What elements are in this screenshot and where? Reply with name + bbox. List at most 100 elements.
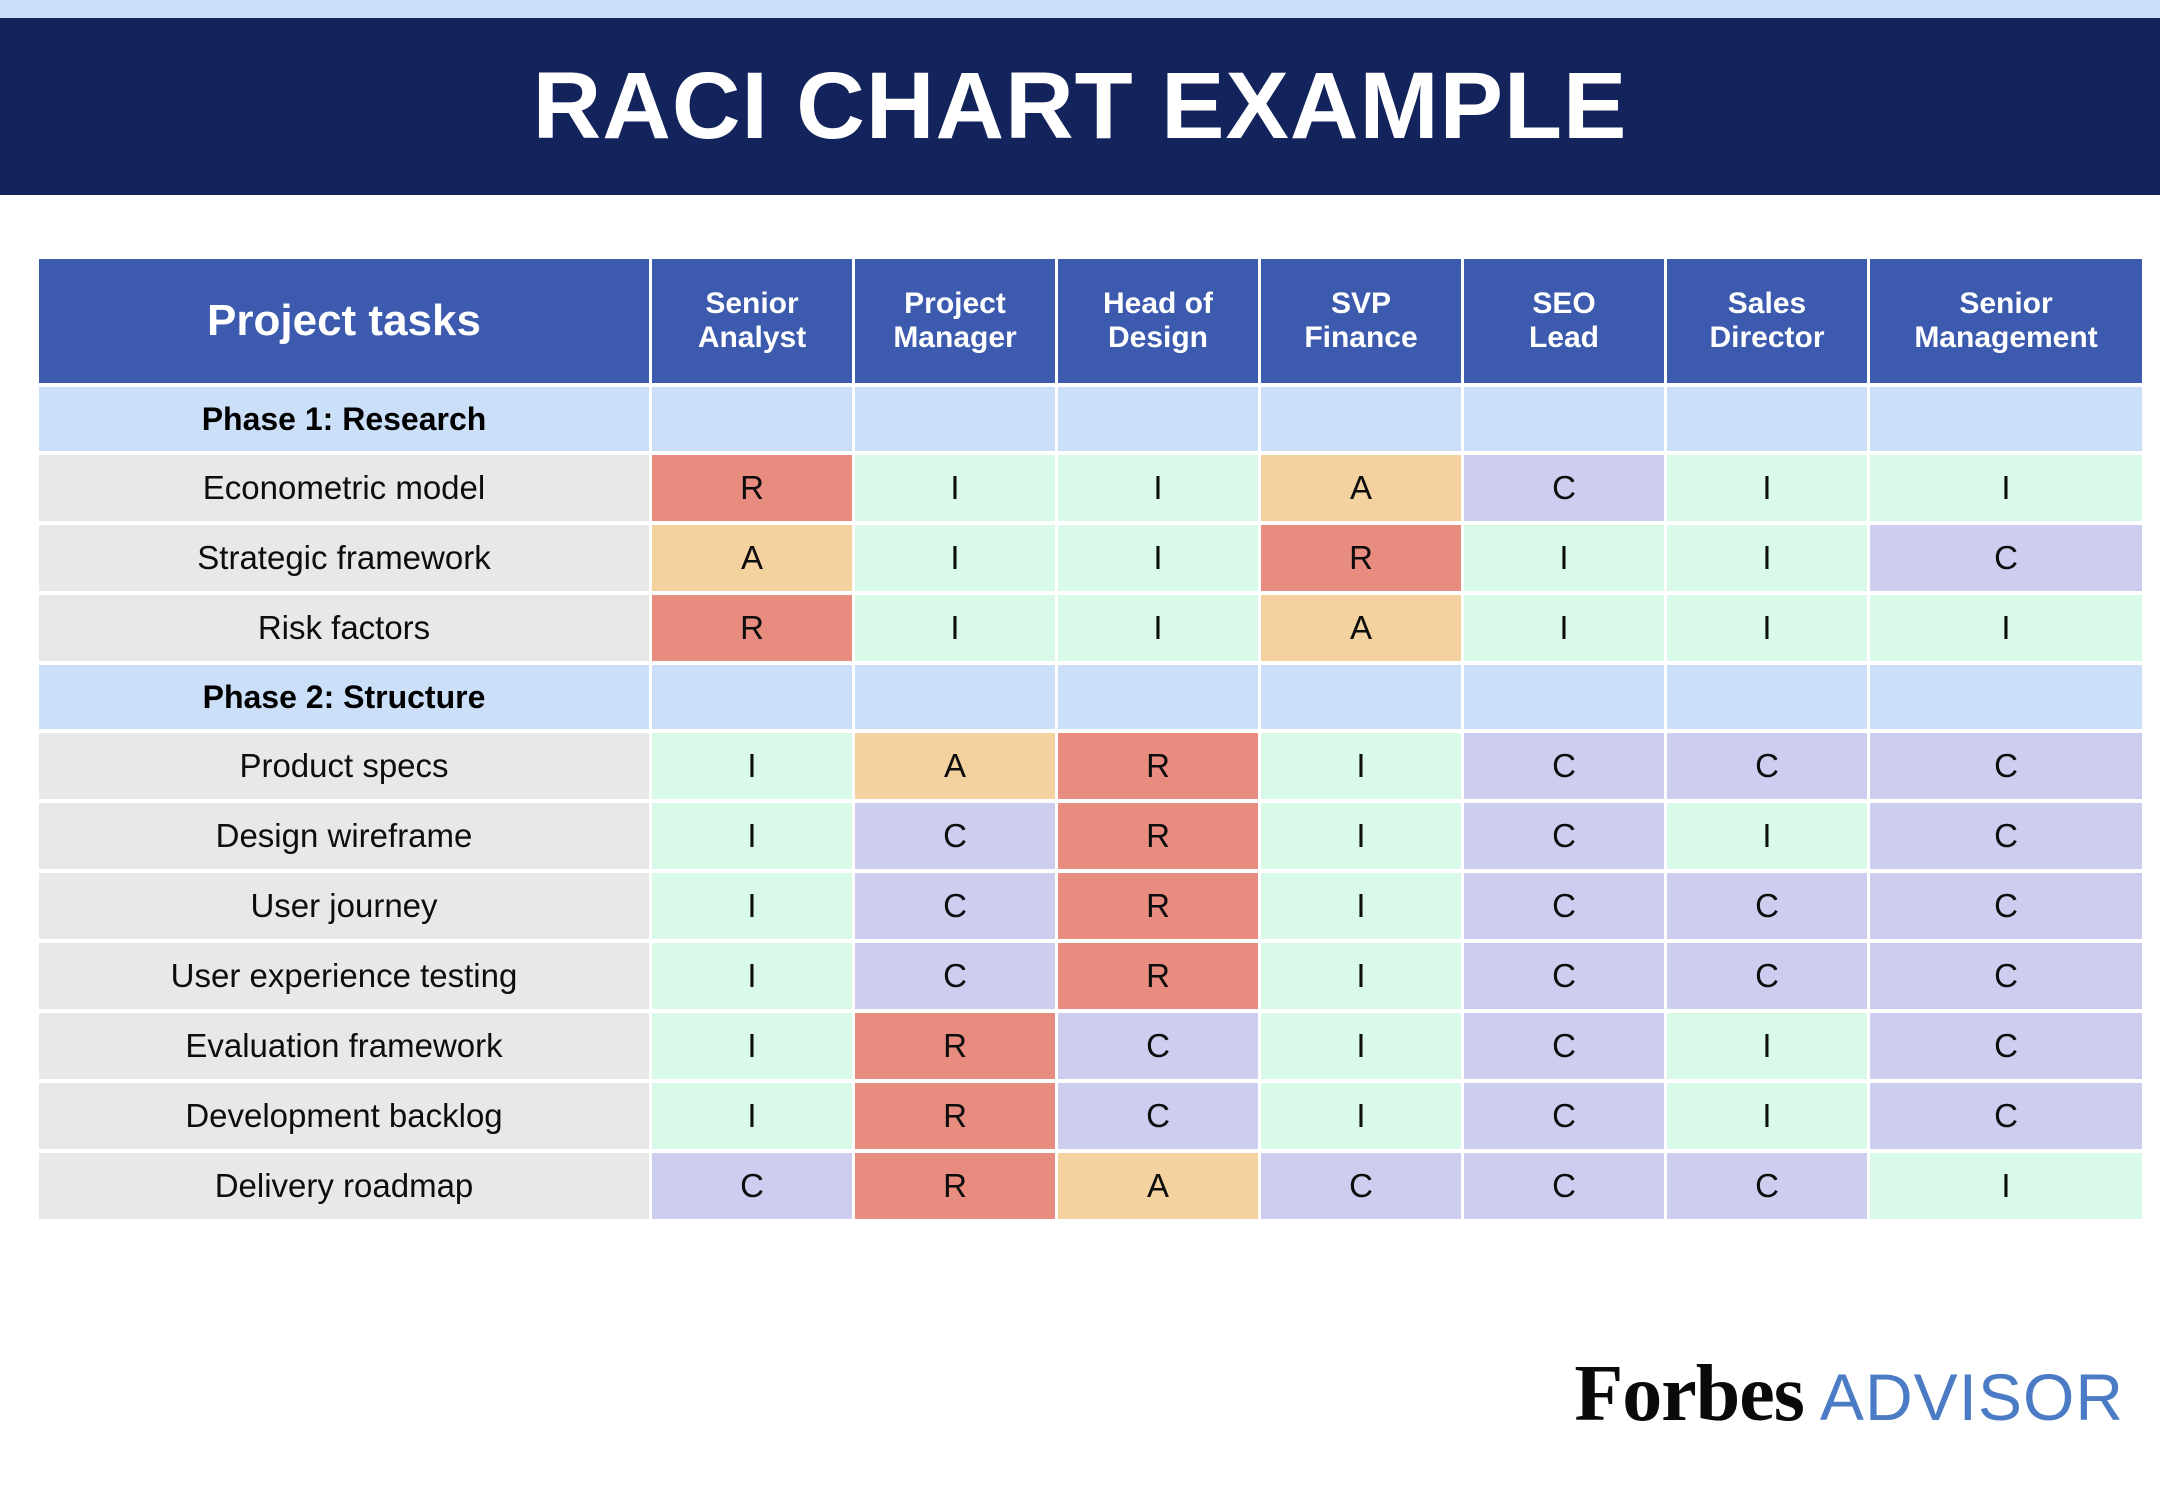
raci-cell-r0-c7 (1870, 387, 2142, 451)
raci-cell-r11-c5: C (1464, 1153, 1664, 1219)
task-label-user-journey: User journey (39, 873, 649, 939)
raci-cell-r6-c5: C (1464, 803, 1664, 869)
raci-cell-r8-c7: C (1870, 943, 2142, 1009)
raci-cell-r3-c7: I (1870, 595, 2142, 661)
raci-cell-r3-c1: R (652, 595, 852, 661)
page-title: RACI CHART EXAMPLE (532, 53, 1628, 159)
raci-cell-r9-c7: C (1870, 1013, 2142, 1079)
raci-cell-r3-c6: I (1667, 595, 1867, 661)
task-label-strategic-framework: Strategic framework (39, 525, 649, 591)
raci-cell-r6-c3: R (1058, 803, 1258, 869)
raci-cell-r1-c1: R (652, 455, 852, 521)
raci-cell-r9-c4: I (1261, 1013, 1461, 1079)
raci-cell-r6-c6: I (1667, 803, 1867, 869)
raci-cell-r6-c4: I (1261, 803, 1461, 869)
raci-cell-r5-c5: C (1464, 733, 1664, 799)
raci-cell-r10-c6: I (1667, 1083, 1867, 1149)
raci-cell-r4-c6 (1667, 665, 1867, 729)
raci-cell-r9-c3: C (1058, 1013, 1258, 1079)
raci-cell-r0-c6 (1667, 387, 1867, 451)
task-label-delivery-roadmap: Delivery roadmap (39, 1153, 649, 1219)
task-label-econometric-model: Econometric model (39, 455, 649, 521)
raci-cell-r7-c2: C (855, 873, 1055, 939)
raci-cell-r2-c7: C (1870, 525, 2142, 591)
raci-cell-r11-c7: I (1870, 1153, 2142, 1219)
raci-cell-r9-c1: I (652, 1013, 852, 1079)
raci-cell-r9-c6: I (1667, 1013, 1867, 1079)
raci-cell-r2-c6: I (1667, 525, 1867, 591)
raci-cell-r6-c1: I (652, 803, 852, 869)
raci-cell-r8-c4: I (1261, 943, 1461, 1009)
raci-cell-r10-c5: C (1464, 1083, 1664, 1149)
raci-cell-r10-c7: C (1870, 1083, 2142, 1149)
raci-cell-r5-c4: I (1261, 733, 1461, 799)
raci-cell-r5-c2: A (855, 733, 1055, 799)
raci-cell-r3-c2: I (855, 595, 1055, 661)
logo-advisor-wordmark: ADVISOR (1819, 1360, 2124, 1434)
phase-row: Phase 2: Structure (39, 665, 2142, 729)
raci-cell-r8-c2: C (855, 943, 1055, 1009)
phase-label-phase-1-research: Phase 1: Research (39, 387, 649, 451)
raci-cell-r5-c1: I (652, 733, 852, 799)
raci-cell-r11-c2: R (855, 1153, 1055, 1219)
task-label-risk-factors: Risk factors (39, 595, 649, 661)
phase-row: Phase 1: Research (39, 387, 2142, 451)
raci-cell-r7-c4: I (1261, 873, 1461, 939)
title-bar: RACI CHART EXAMPLE (0, 18, 2160, 195)
raci-cell-r7-c5: C (1464, 873, 1664, 939)
raci-cell-r10-c3: C (1058, 1083, 1258, 1149)
raci-cell-r8-c5: C (1464, 943, 1664, 1009)
raci-cell-r9-c2: R (855, 1013, 1055, 1079)
raci-cell-r6-c2: C (855, 803, 1055, 869)
raci-cell-r8-c3: R (1058, 943, 1258, 1009)
raci-cell-r1-c3: I (1058, 455, 1258, 521)
raci-cell-r2-c2: I (855, 525, 1055, 591)
raci-cell-r0-c5 (1464, 387, 1664, 451)
task-label-design-wireframe: Design wireframe (39, 803, 649, 869)
raci-cell-r2-c3: I (1058, 525, 1258, 591)
raci-cell-r2-c1: A (652, 525, 852, 591)
forbes-advisor-logo: Forbes ADVISOR (1574, 1354, 2124, 1434)
raci-cell-r0-c1 (652, 387, 852, 451)
task-label-user-experience-testing: User experience testing (39, 943, 649, 1009)
raci-cell-r6-c7: C (1870, 803, 2142, 869)
raci-cell-r4-c1 (652, 665, 852, 729)
phase-label-phase-2-structure: Phase 2: Structure (39, 665, 649, 729)
raci-cell-r3-c5: I (1464, 595, 1664, 661)
raci-cell-r1-c5: C (1464, 455, 1664, 521)
raci-cell-r3-c3: I (1058, 595, 1258, 661)
raci-cell-r9-c5: C (1464, 1013, 1664, 1079)
raci-cell-r5-c6: C (1667, 733, 1867, 799)
column-header-project-tasks: Project tasks (39, 259, 649, 383)
raci-cell-r2-c4: R (1261, 525, 1461, 591)
raci-cell-r8-c1: I (652, 943, 852, 1009)
raci-cell-r7-c7: C (1870, 873, 2142, 939)
raci-cell-r0-c3 (1058, 387, 1258, 451)
raci-cell-r5-c3: R (1058, 733, 1258, 799)
raci-cell-r1-c2: I (855, 455, 1055, 521)
task-label-evaluation-framework: Evaluation framework (39, 1013, 649, 1079)
raci-cell-r4-c7 (1870, 665, 2142, 729)
raci-cell-r10-c4: I (1261, 1083, 1461, 1149)
raci-cell-r4-c4 (1261, 665, 1461, 729)
logo-forbes-wordmark: Forbes (1574, 1350, 1805, 1438)
raci-cell-r8-c6: C (1667, 943, 1867, 1009)
task-label-product-specs: Product specs (39, 733, 649, 799)
